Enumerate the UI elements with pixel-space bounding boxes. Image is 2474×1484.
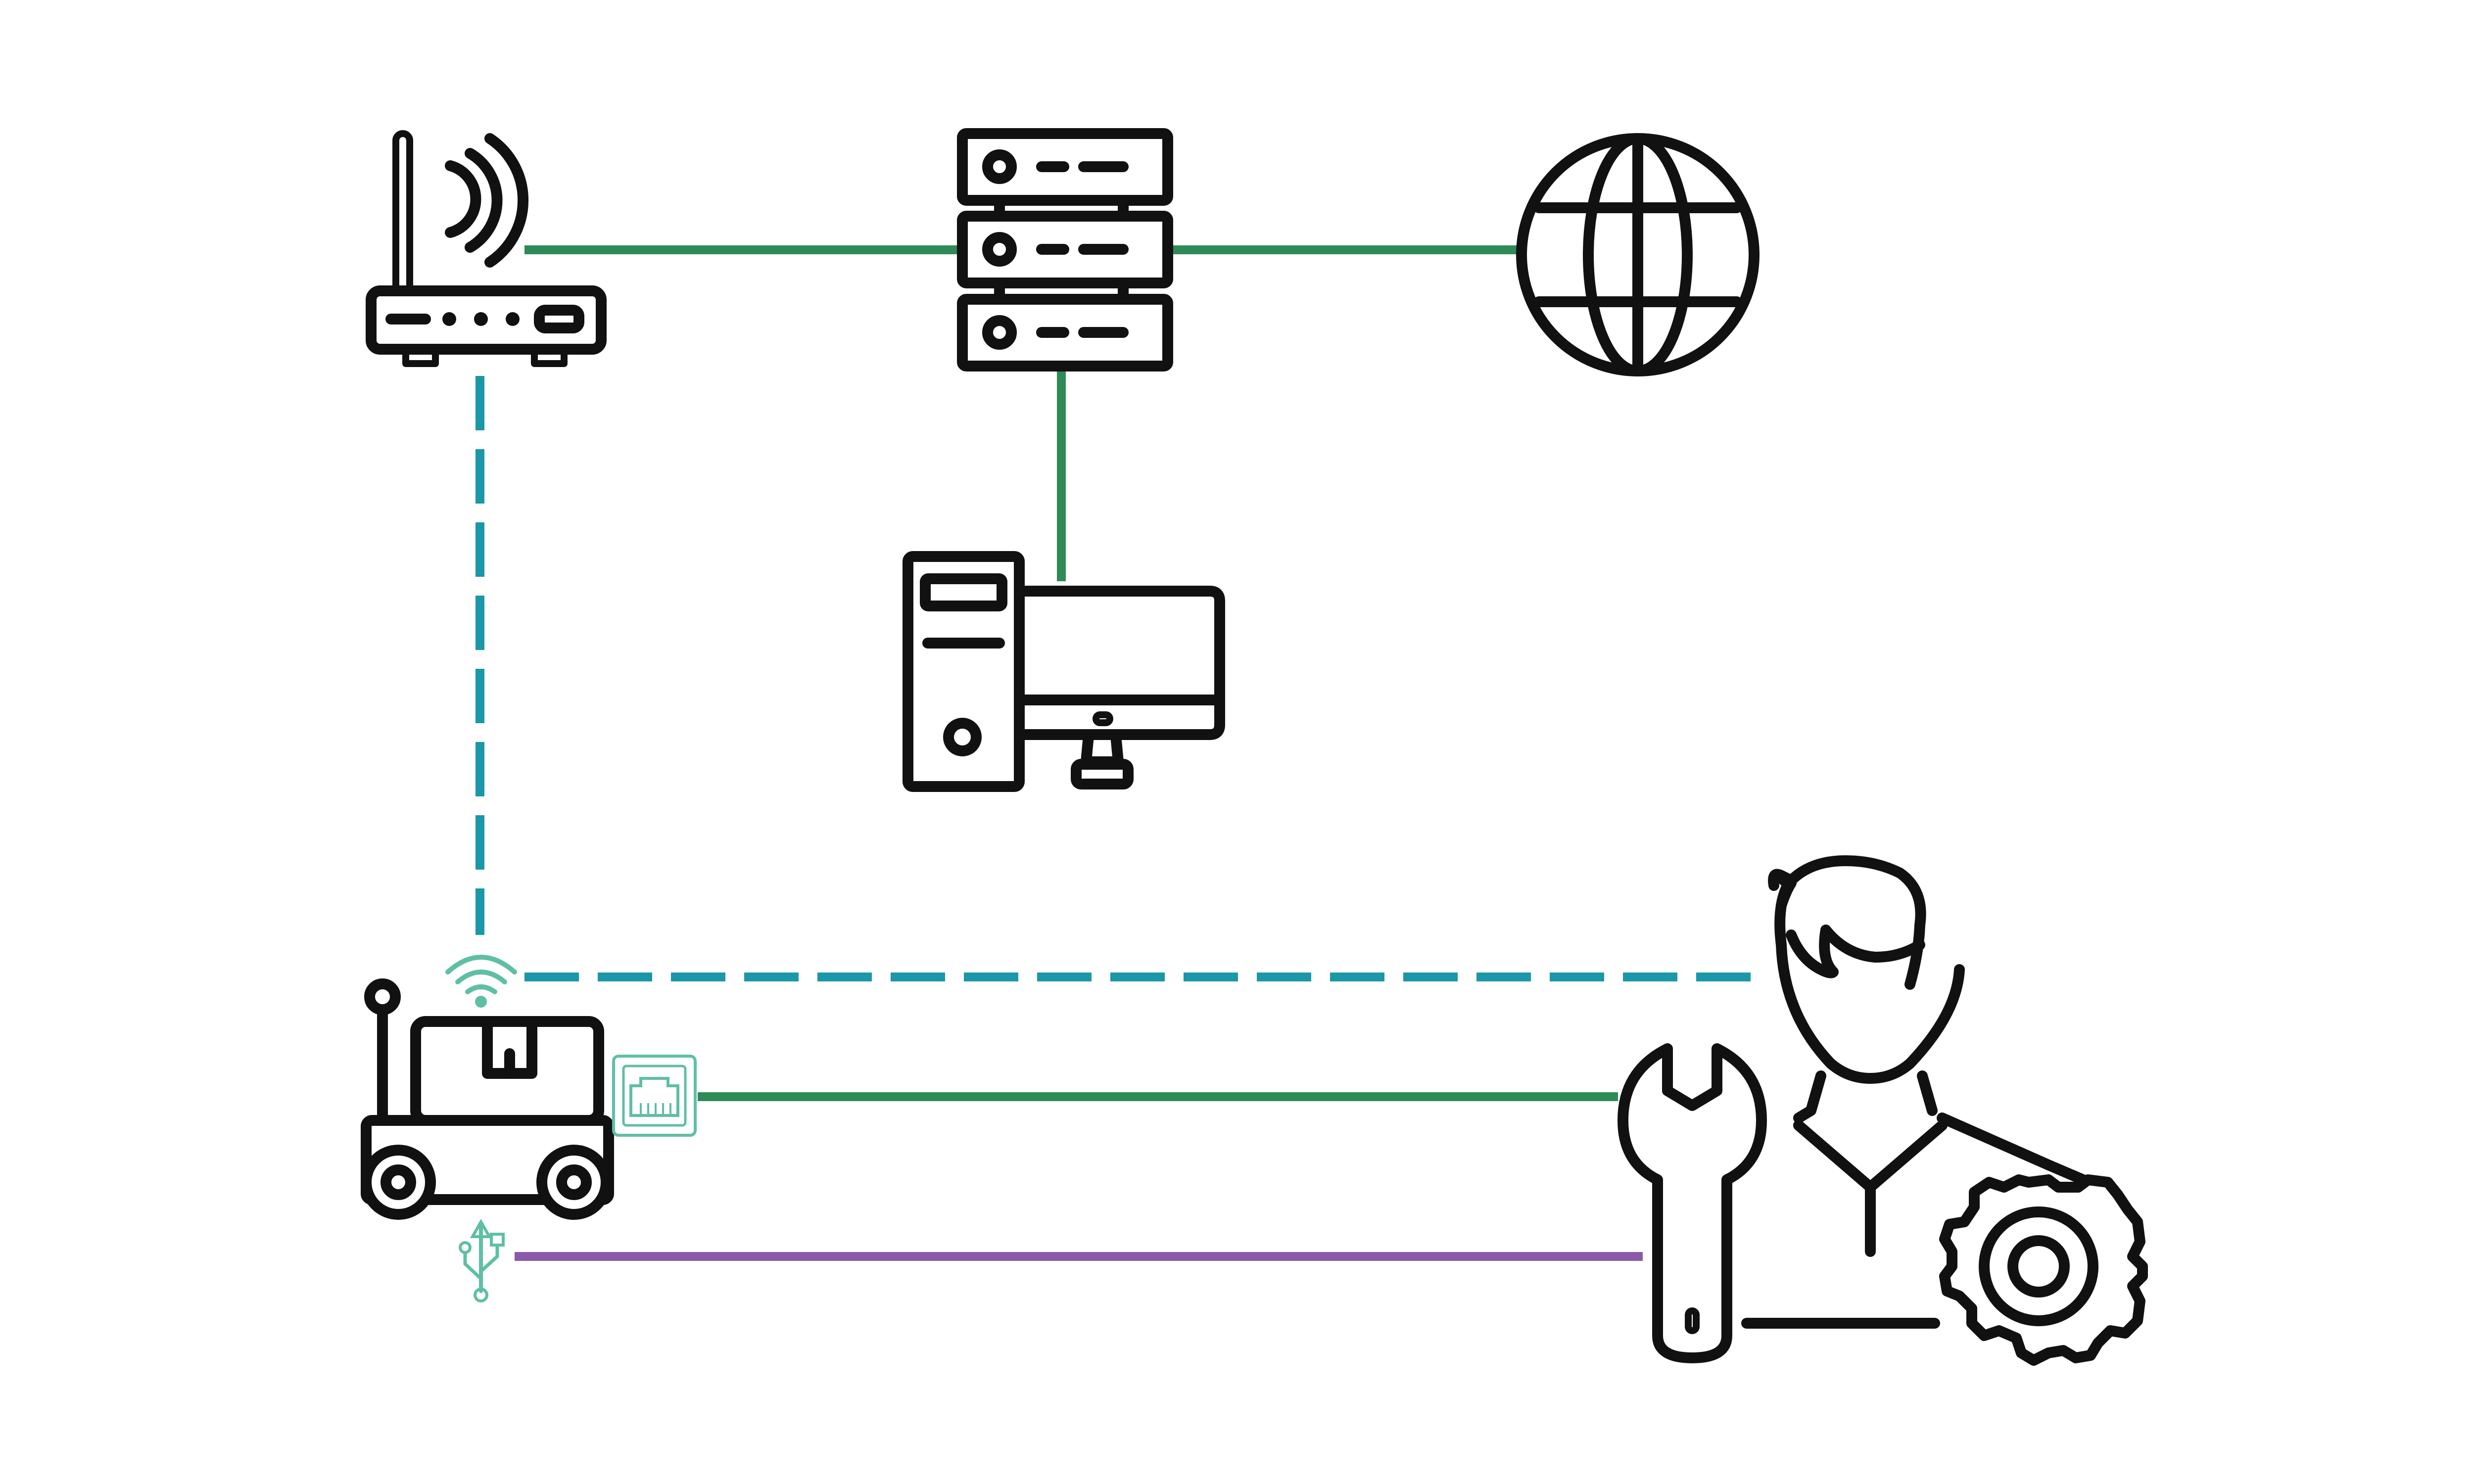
- ethernet-port-icon: [612, 1055, 697, 1137]
- delivery-robot-icon: [361, 978, 614, 1220]
- maintenance-engineer-icon: [1618, 855, 2148, 1366]
- wifi-signal-icon: [445, 955, 517, 1008]
- desktop-computer-icon: [903, 551, 1225, 792]
- connection-lines: [476, 245, 1766, 1261]
- server-rack-icon: [957, 128, 1173, 371]
- usb-icon: [459, 1218, 505, 1302]
- wifi-router-icon: [366, 130, 607, 367]
- globe-icon: [1516, 133, 1760, 376]
